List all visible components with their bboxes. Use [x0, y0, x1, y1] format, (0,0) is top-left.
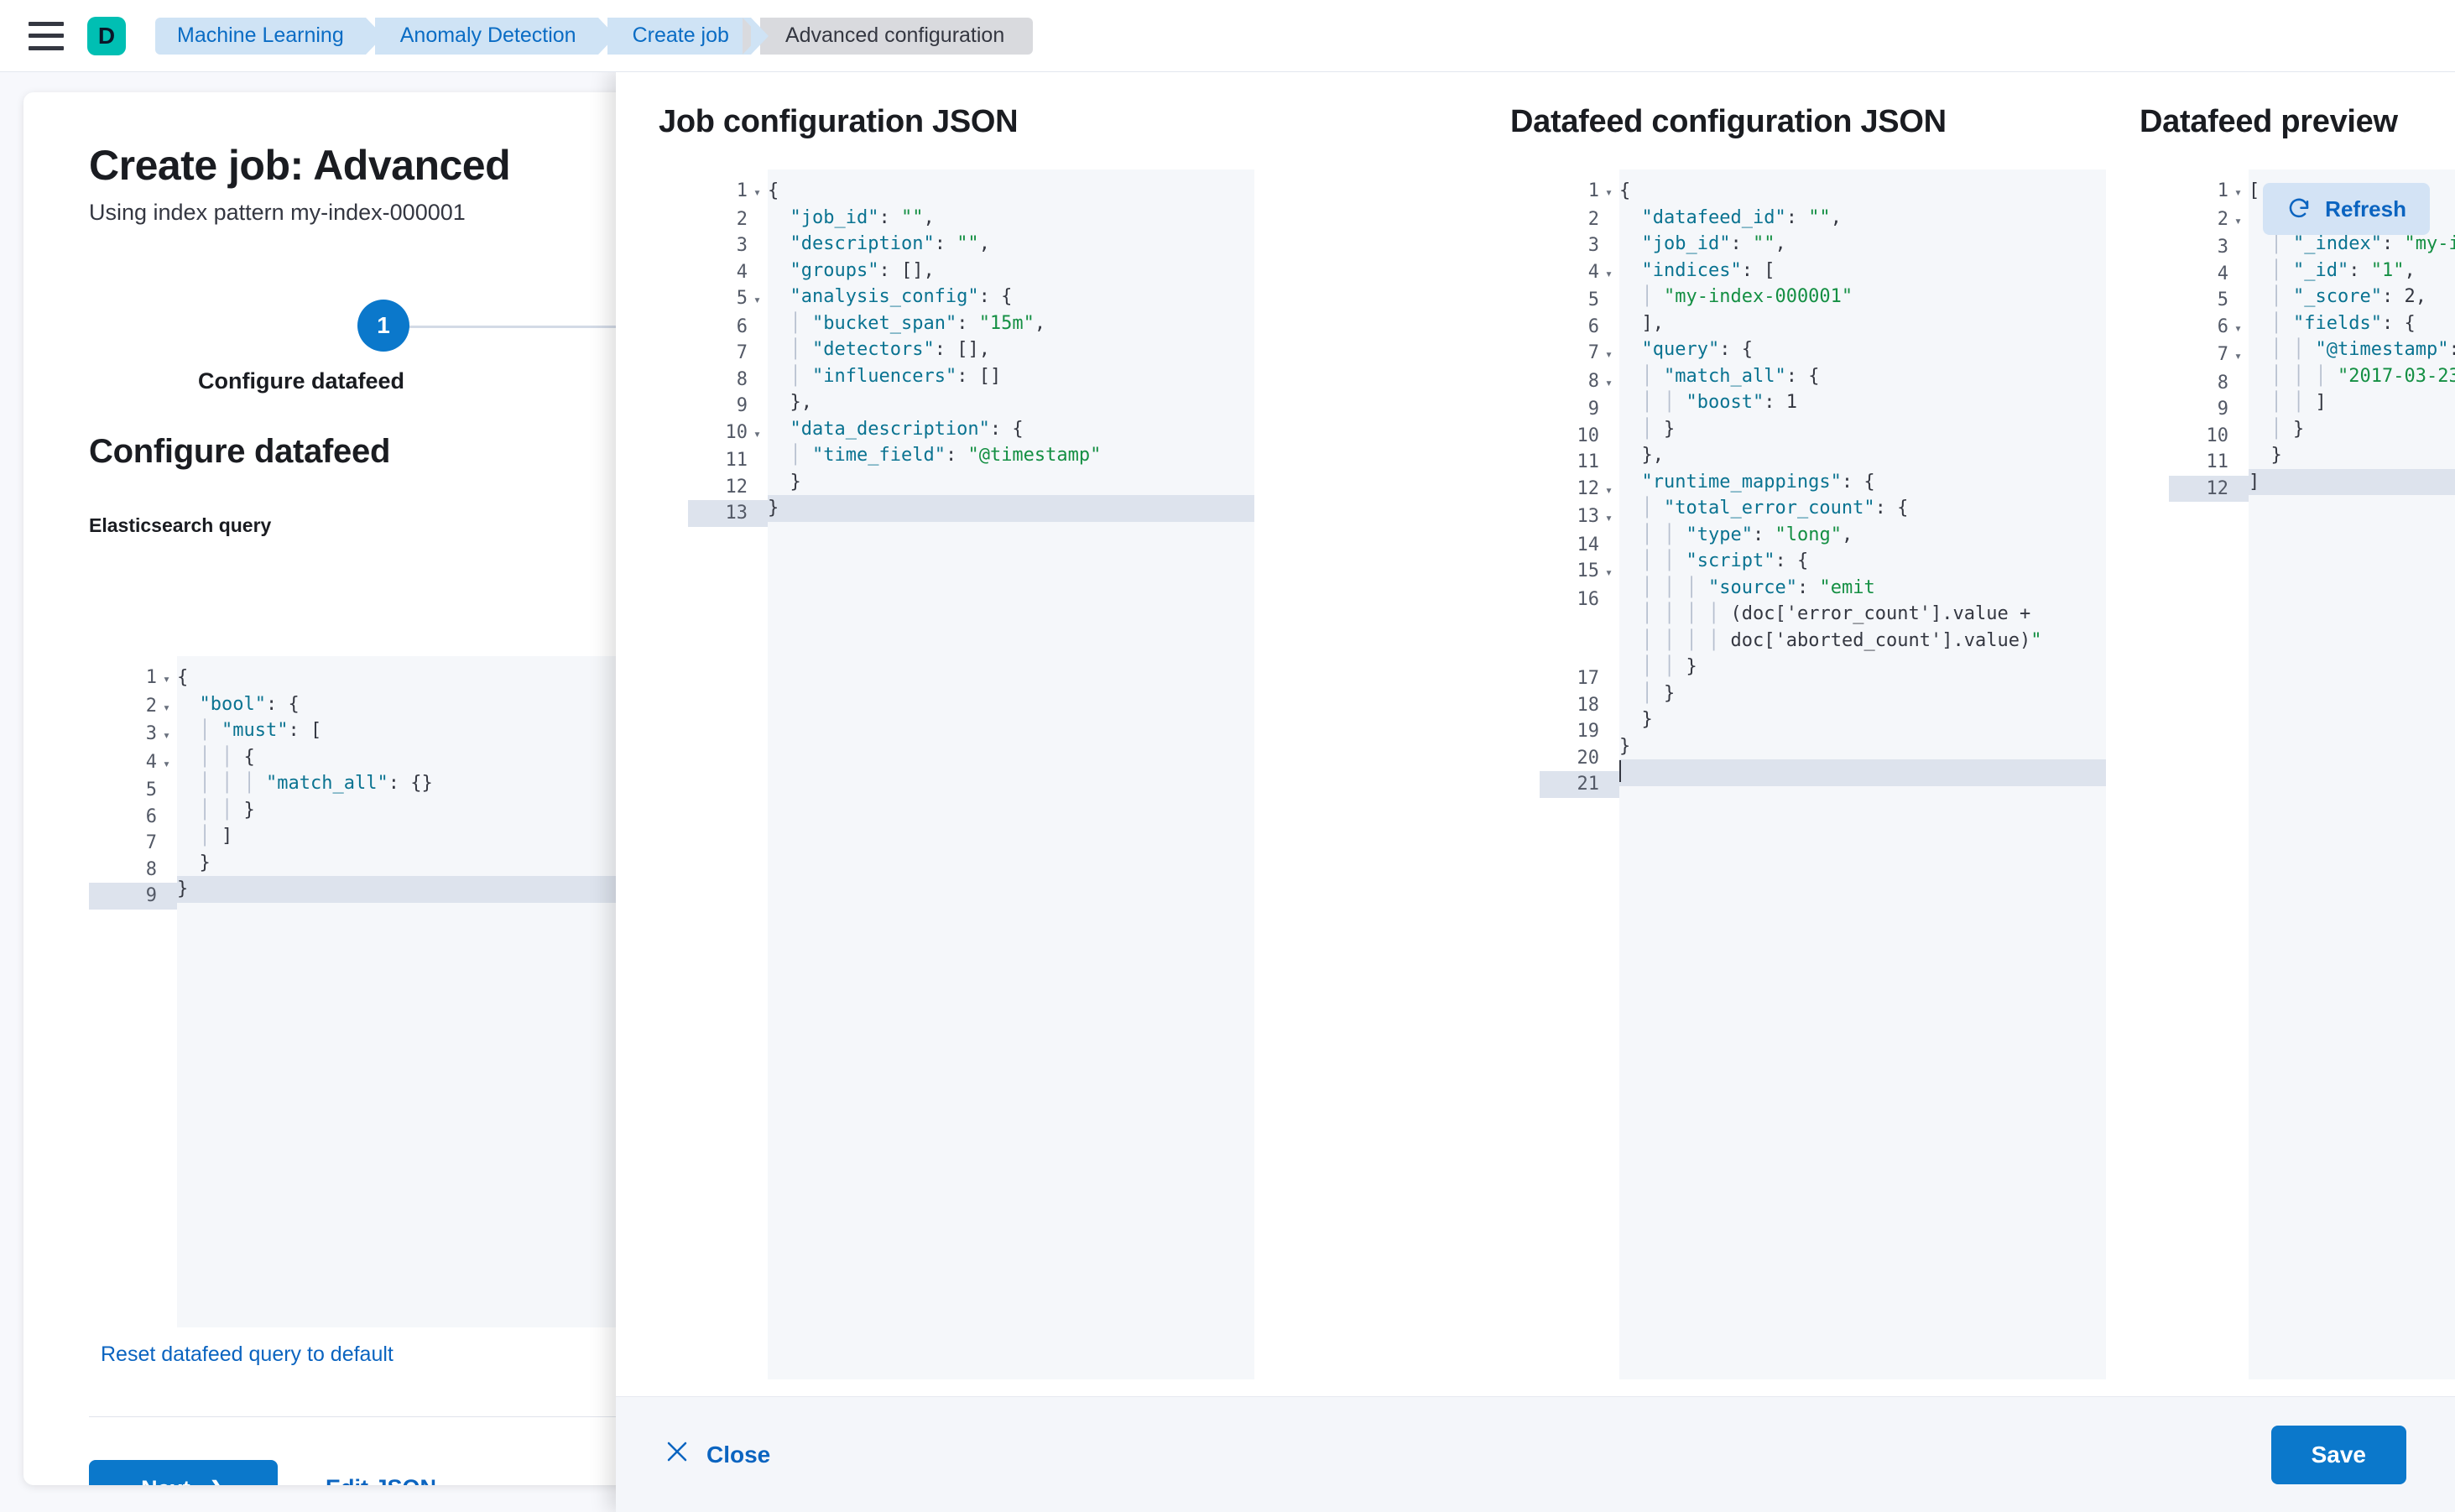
stepper-step-1-label: Configure datafeed: [198, 368, 405, 394]
app-logo[interactable]: D: [87, 16, 126, 55]
datafeed-configuration-title: Datafeed configuration JSON: [1510, 104, 1947, 139]
hamburger-icon[interactable]: [29, 21, 64, 50]
breadcrumb-item-anomaly-detection[interactable]: Anomaly Detection: [374, 17, 616, 55]
hamburger-bar: [29, 34, 64, 38]
editor-code-area[interactable]: [ { │ "_index": "my-index-000001", │ "_i…: [2249, 169, 2455, 1379]
reset-datafeed-query-link[interactable]: Reset datafeed query to default: [101, 1343, 394, 1366]
breadcrumb-item-advanced-configuration: Advanced configuration: [742, 17, 1034, 55]
editor-code-area[interactable]: { "job_id": "", "description": "", "grou…: [768, 169, 1254, 1379]
close-button-label: Close: [706, 1441, 771, 1468]
flyout-footer: Close Save: [616, 1396, 2455, 1512]
breadcrumb: Machine Learning Anomaly Detection Creat…: [155, 17, 1034, 55]
hamburger-bar: [29, 45, 64, 50]
job-configuration-title: Job configuration JSON: [659, 104, 1019, 139]
editor-code-area[interactable]: { "datafeed_id": "", "job_id": "", "indi…: [1619, 169, 2106, 1379]
refresh-icon: [2286, 196, 2312, 222]
next-button[interactable]: Next ❯: [89, 1460, 278, 1485]
close-button[interactable]: Close: [665, 1439, 770, 1470]
close-icon: [665, 1439, 690, 1470]
hamburger-bar: [29, 21, 64, 26]
page-title: Create job: Advanced: [89, 142, 511, 189]
refresh-button-label: Refresh: [2325, 196, 2406, 222]
breadcrumb-item-create-job[interactable]: Create job: [607, 17, 769, 55]
elasticsearch-query-label: Elasticsearch query: [89, 514, 272, 536]
section-title: Configure datafeed: [89, 433, 391, 470]
stepper-step-1[interactable]: 1: [357, 300, 409, 352]
edit-json-link[interactable]: Edit JSON: [326, 1475, 436, 1485]
next-button-label: Next: [141, 1476, 190, 1486]
refresh-button[interactable]: Refresh: [2263, 183, 2430, 235]
datafeed-preview-title: Datafeed preview: [2140, 104, 2398, 139]
top-chrome-bar: D Machine Learning Anomaly Detection Cre…: [0, 0, 2455, 72]
chevron-right-icon: ❯: [209, 1477, 226, 1486]
page-subtitle: Using index pattern my-index-000001: [89, 200, 466, 225]
save-button[interactable]: Save: [2270, 1425, 2406, 1484]
breadcrumb-item-machine-learning[interactable]: Machine Learning: [155, 17, 383, 55]
